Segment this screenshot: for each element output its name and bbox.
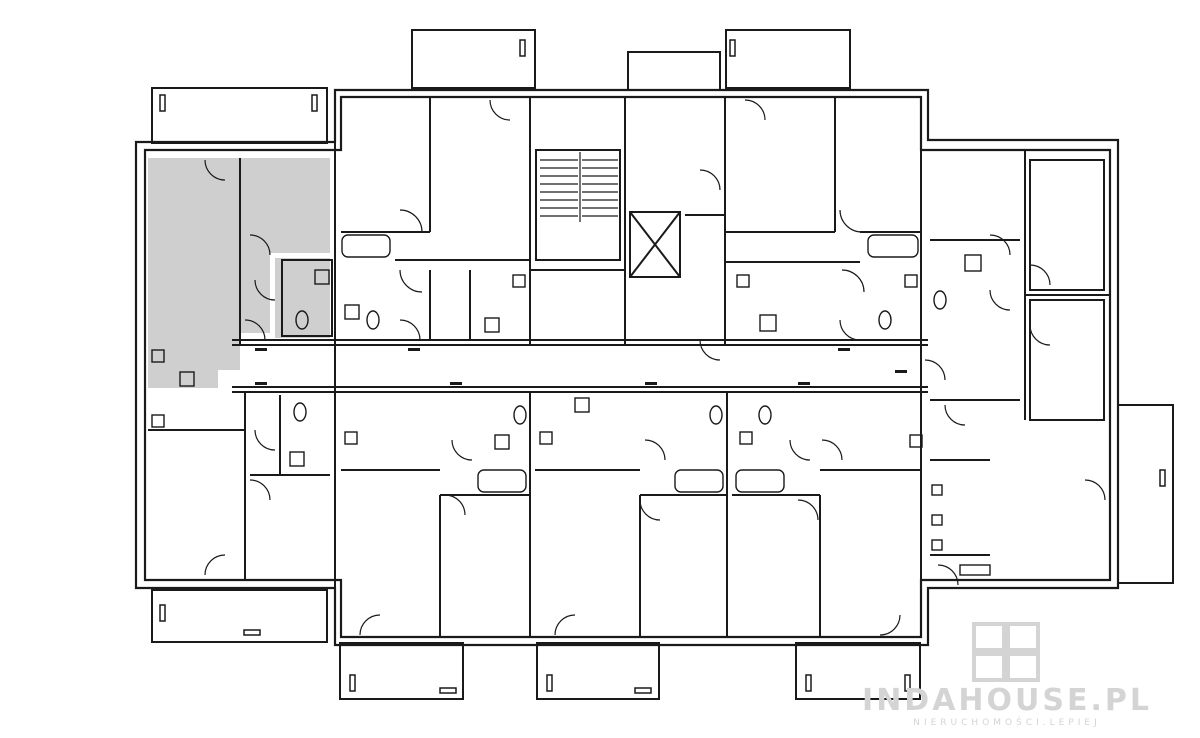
interior-walls — [148, 97, 1110, 637]
balcony-marks — [159, 39, 1166, 694]
balconies — [151, 29, 1174, 700]
door-swings — [204, 99, 1106, 636]
stair-treads — [540, 152, 618, 222]
highlighted-apartment — [148, 158, 330, 388]
watermark: INDAHOUSE.PL NIERUCHOMOŚCI.LEPIEJ — [862, 622, 1152, 728]
watermark-brand: INDAHOUSE.PL — [862, 683, 1152, 718]
watermark-tagline: NIERUCHOMOŚCI.LEPIEJ — [913, 718, 1101, 728]
fixtures — [151, 234, 991, 576]
watermark-logo-icon — [972, 622, 1041, 682]
room-tags — [255, 348, 907, 385]
